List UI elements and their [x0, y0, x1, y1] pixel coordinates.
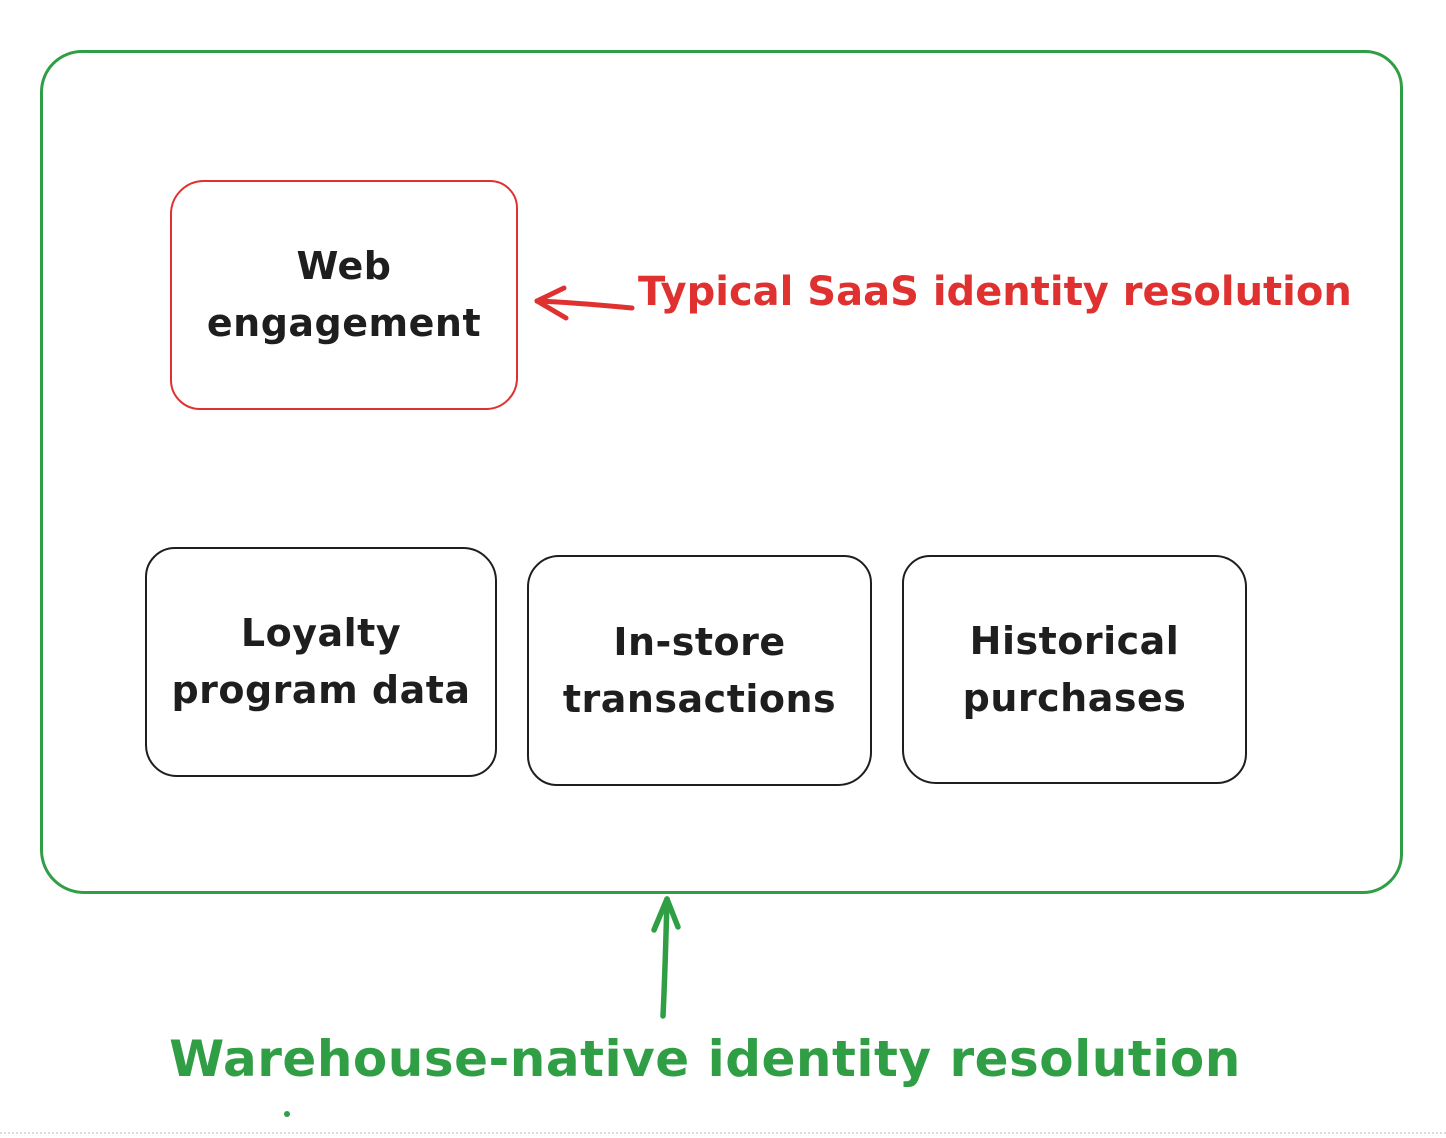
node-web-engagement: Web engagement: [170, 180, 518, 410]
node-label-line: engagement: [206, 301, 482, 345]
node-label-line: Historical: [969, 618, 1180, 663]
node-in-store-transactions: In-store transactions: [527, 555, 872, 786]
node-loyalty-program-data: Loyalty program data: [145, 547, 497, 777]
node-label-line: transactions: [562, 676, 837, 721]
node-label-line: purchases: [962, 675, 1187, 720]
warehouse-scope-box: [40, 50, 1403, 894]
stray-dot: [284, 1111, 290, 1117]
node-label-line: Web: [296, 244, 392, 288]
saas-annotation-label: Typical SaaS identity resolution: [638, 269, 1352, 315]
arrow-up-icon: [651, 896, 681, 1019]
page-bottom-dots: [0, 1132, 1446, 1134]
warehouse-title-label: Warehouse-native identity resolution: [169, 1030, 1241, 1088]
node-label-line: program data: [171, 668, 471, 712]
node-label-line: Loyalty: [240, 611, 402, 655]
node-historical-purchases: Historical purchases: [902, 555, 1247, 784]
node-label-line: In-store: [613, 619, 786, 664]
